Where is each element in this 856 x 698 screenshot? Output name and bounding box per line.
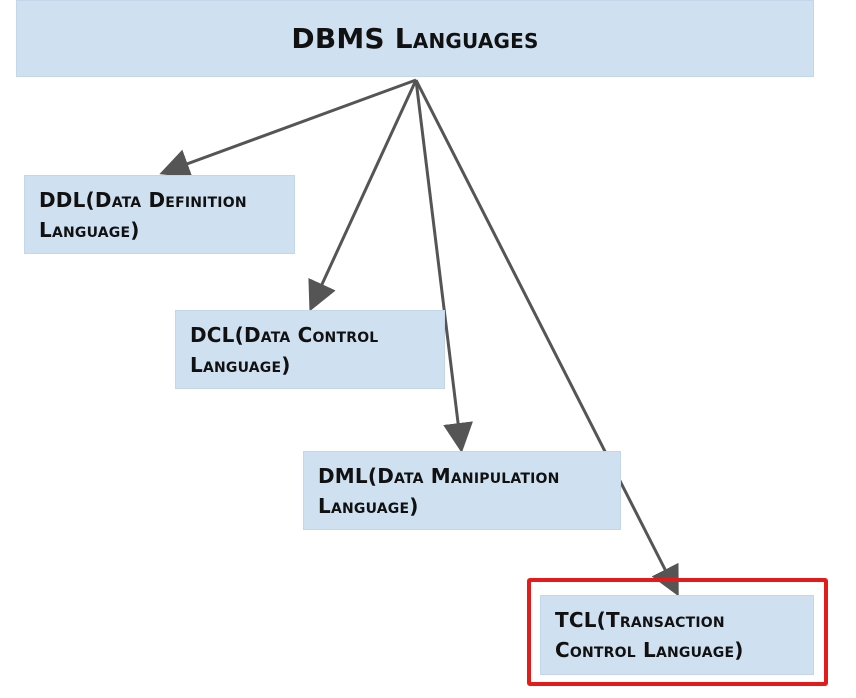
tcl-highlight-frame: [527, 578, 828, 686]
connector-to-dml: [414, 79, 473, 453]
root-label: DBMS Languages: [291, 22, 539, 55]
ddl-label: DDL(Data Definition Language): [39, 187, 247, 242]
connector-to-dcl: [308, 79, 418, 312]
tcl-label: TCL(Transaction Control Language): [555, 608, 744, 662]
dml-node: DML(Data Manipulation Language): [303, 451, 621, 530]
dcl-node: DCL(Data Control Language): [175, 310, 445, 389]
dcl-label: DCL(Data Control Language): [190, 322, 379, 377]
ddl-node: DDL(Data Definition Language): [24, 175, 295, 254]
tcl-node: TCL(Transaction Control Language): [540, 595, 814, 675]
root-node: DBMS Languages: [16, 0, 814, 77]
dml-label: DML(Data Manipulation Language): [318, 463, 560, 518]
connector-to-ddl: [159, 78, 417, 178]
